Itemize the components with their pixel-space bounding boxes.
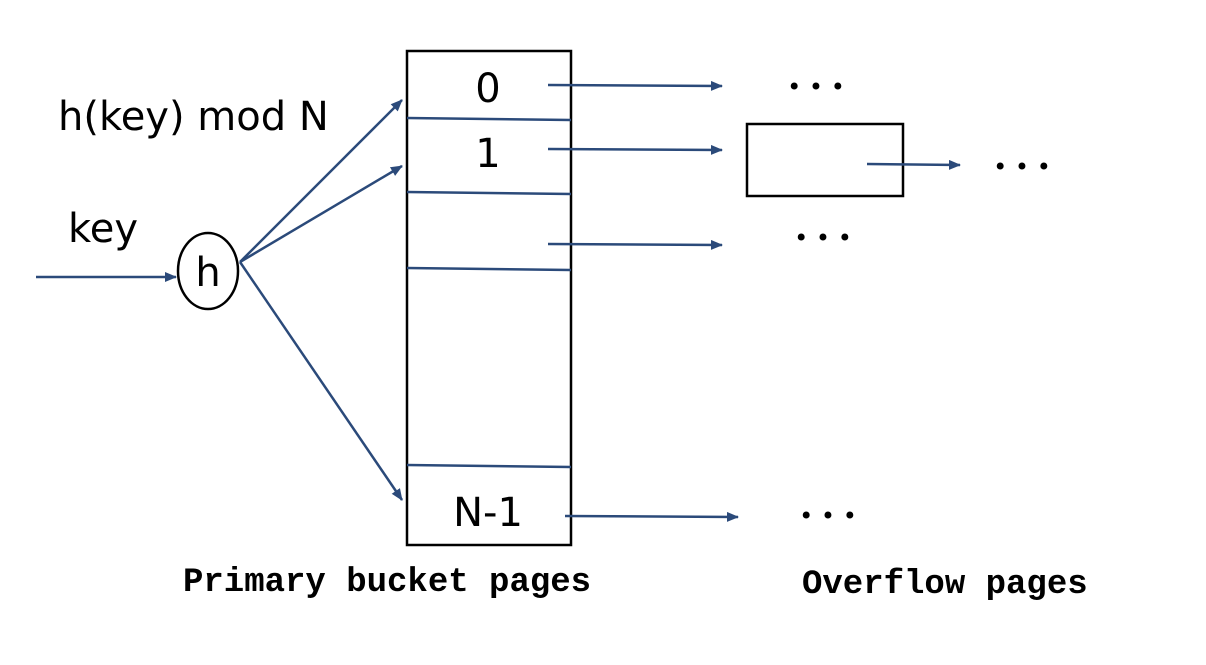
- hash-arrow-bucket-0: [239, 99, 403, 263]
- bucket-divider: [406, 116, 572, 122]
- bucket-divider: [406, 463, 572, 469]
- overflow-arrow-bucket-n-1: [564, 511, 739, 522]
- overflow-arrow-bucket-1: [547, 144, 723, 155]
- key-label: key: [68, 206, 138, 252]
- overflow-page-box: [745, 122, 905, 198]
- primary-bucket-caption: Primary bucket pages: [183, 564, 591, 602]
- ellipsis-overflow-chain: • • •: [993, 153, 1051, 181]
- overflow-pages-caption: Overflow pages: [802, 566, 1088, 604]
- bucket-label-1: 1: [475, 131, 500, 177]
- ellipsis-bucket-0: • • •: [787, 73, 845, 101]
- overflow-arrow-bucket-2: [547, 239, 723, 250]
- overflow-chain-arrow: [866, 159, 961, 170]
- hash-expression-label: h(key) mod N: [58, 94, 329, 140]
- overflow-arrow-bucket-0: [547, 80, 723, 91]
- bucket-divider: [406, 190, 572, 196]
- hash-arrow-bucket-n-1: [238, 261, 404, 501]
- primary-bucket-column: [405, 49, 573, 547]
- bucket-label-0: 0: [475, 66, 500, 112]
- ellipsis-bucket-n-1: • • •: [799, 502, 857, 530]
- ellipsis-bucket-2: • • •: [794, 224, 852, 252]
- bucket-divider: [406, 266, 572, 272]
- hash-arrow-bucket-1: [239, 164, 403, 264]
- hash-function-node: [176, 231, 240, 311]
- bucket-label-n-1: N-1: [453, 490, 523, 536]
- hash-function-label: h: [195, 250, 220, 296]
